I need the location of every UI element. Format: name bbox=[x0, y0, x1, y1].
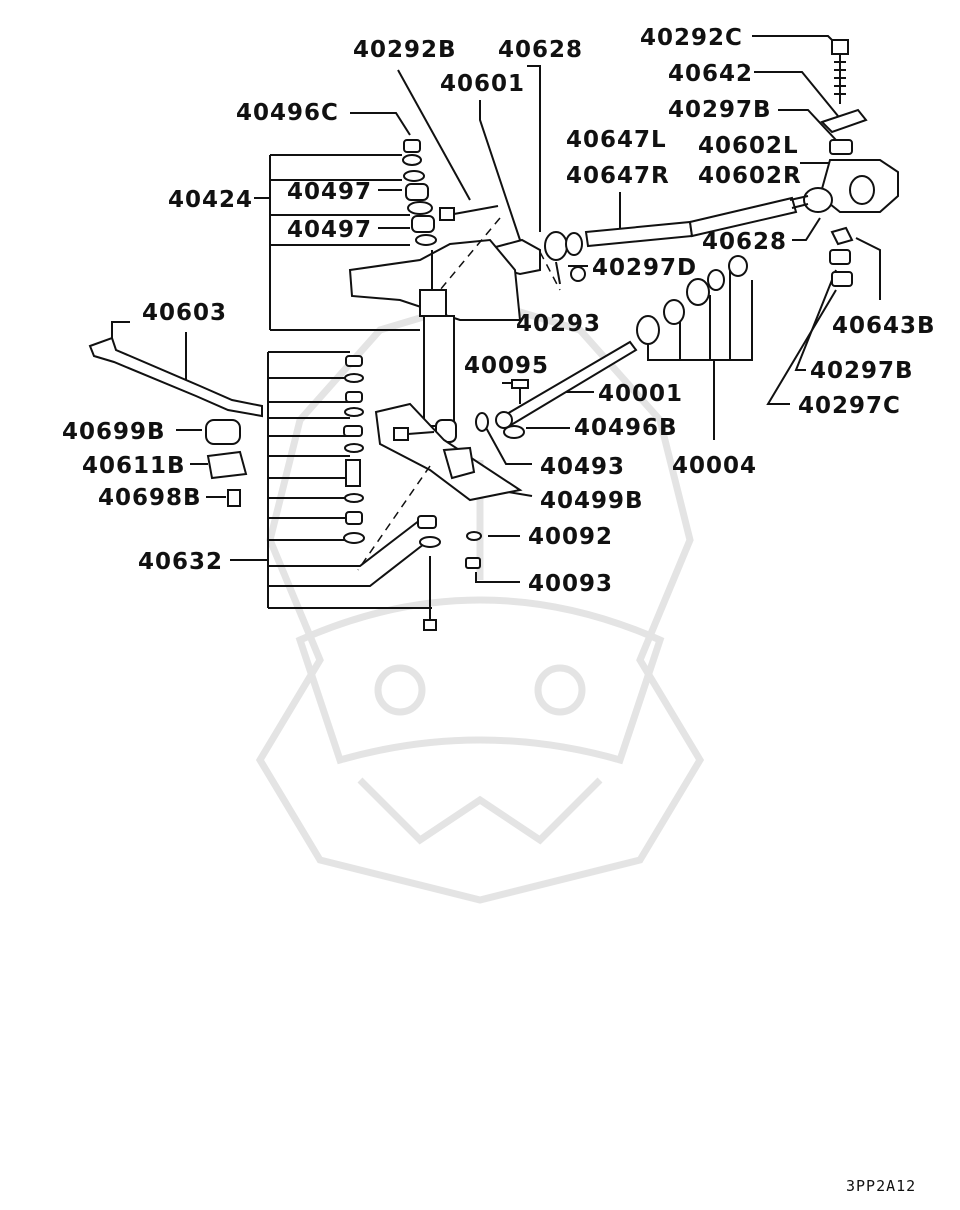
nut-40297B-top bbox=[829, 139, 853, 155]
label-40093: 40093 bbox=[528, 571, 613, 597]
bolt-40292B bbox=[439, 205, 499, 221]
label-40497-a: 40497 bbox=[287, 179, 372, 205]
washer-40092 bbox=[466, 531, 482, 541]
label-40611B: 40611B bbox=[82, 453, 186, 479]
label-40001: 40001 bbox=[598, 381, 683, 407]
nut-40496B bbox=[503, 425, 525, 439]
clip-40643B bbox=[830, 226, 854, 246]
label-40292C: 40292C bbox=[640, 25, 743, 51]
drawing-code: 3PP2A12 bbox=[846, 1177, 916, 1195]
label-40297D: 40297D bbox=[592, 255, 697, 281]
label-40095: 40095 bbox=[464, 353, 549, 379]
label-40698B: 40698B bbox=[98, 485, 202, 511]
nut-40496C bbox=[403, 139, 421, 153]
label-40297C: 40297C bbox=[798, 393, 901, 419]
label-40628-top: 40628 bbox=[498, 37, 583, 63]
label-40092: 40092 bbox=[528, 524, 613, 550]
label-40497-b: 40497 bbox=[287, 217, 372, 243]
washer-40493 bbox=[475, 412, 489, 432]
bracket-40642 bbox=[820, 108, 868, 134]
bracket-40611B bbox=[206, 450, 248, 480]
label-40499B: 40499B bbox=[540, 488, 644, 514]
parts bbox=[88, 39, 899, 631]
nut-40297D bbox=[570, 266, 586, 282]
label-40297B-right: 40297B bbox=[810, 358, 914, 384]
boot-40628-left bbox=[544, 231, 583, 261]
idler-arm-40602 bbox=[818, 159, 899, 213]
label-40603: 40603 bbox=[142, 300, 227, 326]
link-kit-40632 bbox=[343, 355, 441, 631]
bushing-kit-40004 bbox=[636, 255, 748, 345]
nut-40297B-right bbox=[829, 249, 851, 265]
bolt-40698B bbox=[227, 489, 241, 507]
label-40496B: 40496B bbox=[574, 415, 678, 441]
label-40632: 40632 bbox=[138, 549, 223, 575]
nut-40093 bbox=[465, 557, 481, 569]
bushing-40497-b bbox=[411, 215, 435, 233]
label-40601: 40601 bbox=[440, 71, 525, 97]
label-40647R: 40647R bbox=[566, 163, 670, 189]
bolt-40095 bbox=[511, 379, 529, 404]
label-40004: 40004 bbox=[672, 453, 757, 479]
label-40496C: 40496C bbox=[236, 100, 339, 126]
bolt-40292C bbox=[831, 39, 849, 104]
label-40602L: 40602L bbox=[698, 133, 799, 159]
label-40602R: 40602R bbox=[698, 163, 802, 189]
bushing-40497-a bbox=[405, 183, 429, 201]
label-40297B-top: 40297B bbox=[668, 97, 772, 123]
label-40292B: 40292B bbox=[353, 37, 457, 63]
watermark-emblem bbox=[255, 296, 705, 904]
bushing-40699B bbox=[205, 419, 241, 445]
pin-40293 bbox=[555, 261, 561, 285]
stabilizer-bar-40603 bbox=[88, 336, 263, 418]
label-40643B: 40643B bbox=[832, 313, 936, 339]
boot-40628-right bbox=[803, 187, 833, 213]
label-40699B: 40699B bbox=[62, 419, 166, 445]
label-40628-right: 40628 bbox=[702, 229, 787, 255]
label-40493: 40493 bbox=[540, 454, 625, 480]
washer-40424 bbox=[402, 154, 422, 166]
nut-40297C bbox=[831, 271, 853, 287]
washer-40424-b bbox=[403, 170, 425, 182]
washer-40424-d bbox=[415, 234, 437, 246]
bolt-lower-arm bbox=[393, 427, 435, 441]
label-40647L: 40647L bbox=[566, 127, 667, 153]
label-40293: 40293 bbox=[516, 311, 601, 337]
shock-absorber bbox=[419, 250, 457, 443]
tie-rod-40647 bbox=[584, 195, 809, 248]
bracket-40499B bbox=[442, 446, 476, 480]
label-40642: 40642 bbox=[668, 61, 753, 87]
label-40424: 40424 bbox=[168, 187, 253, 213]
strut-bar-40001 bbox=[495, 340, 638, 430]
washer-40424-c bbox=[407, 201, 433, 215]
frame-bracket bbox=[348, 238, 522, 321]
